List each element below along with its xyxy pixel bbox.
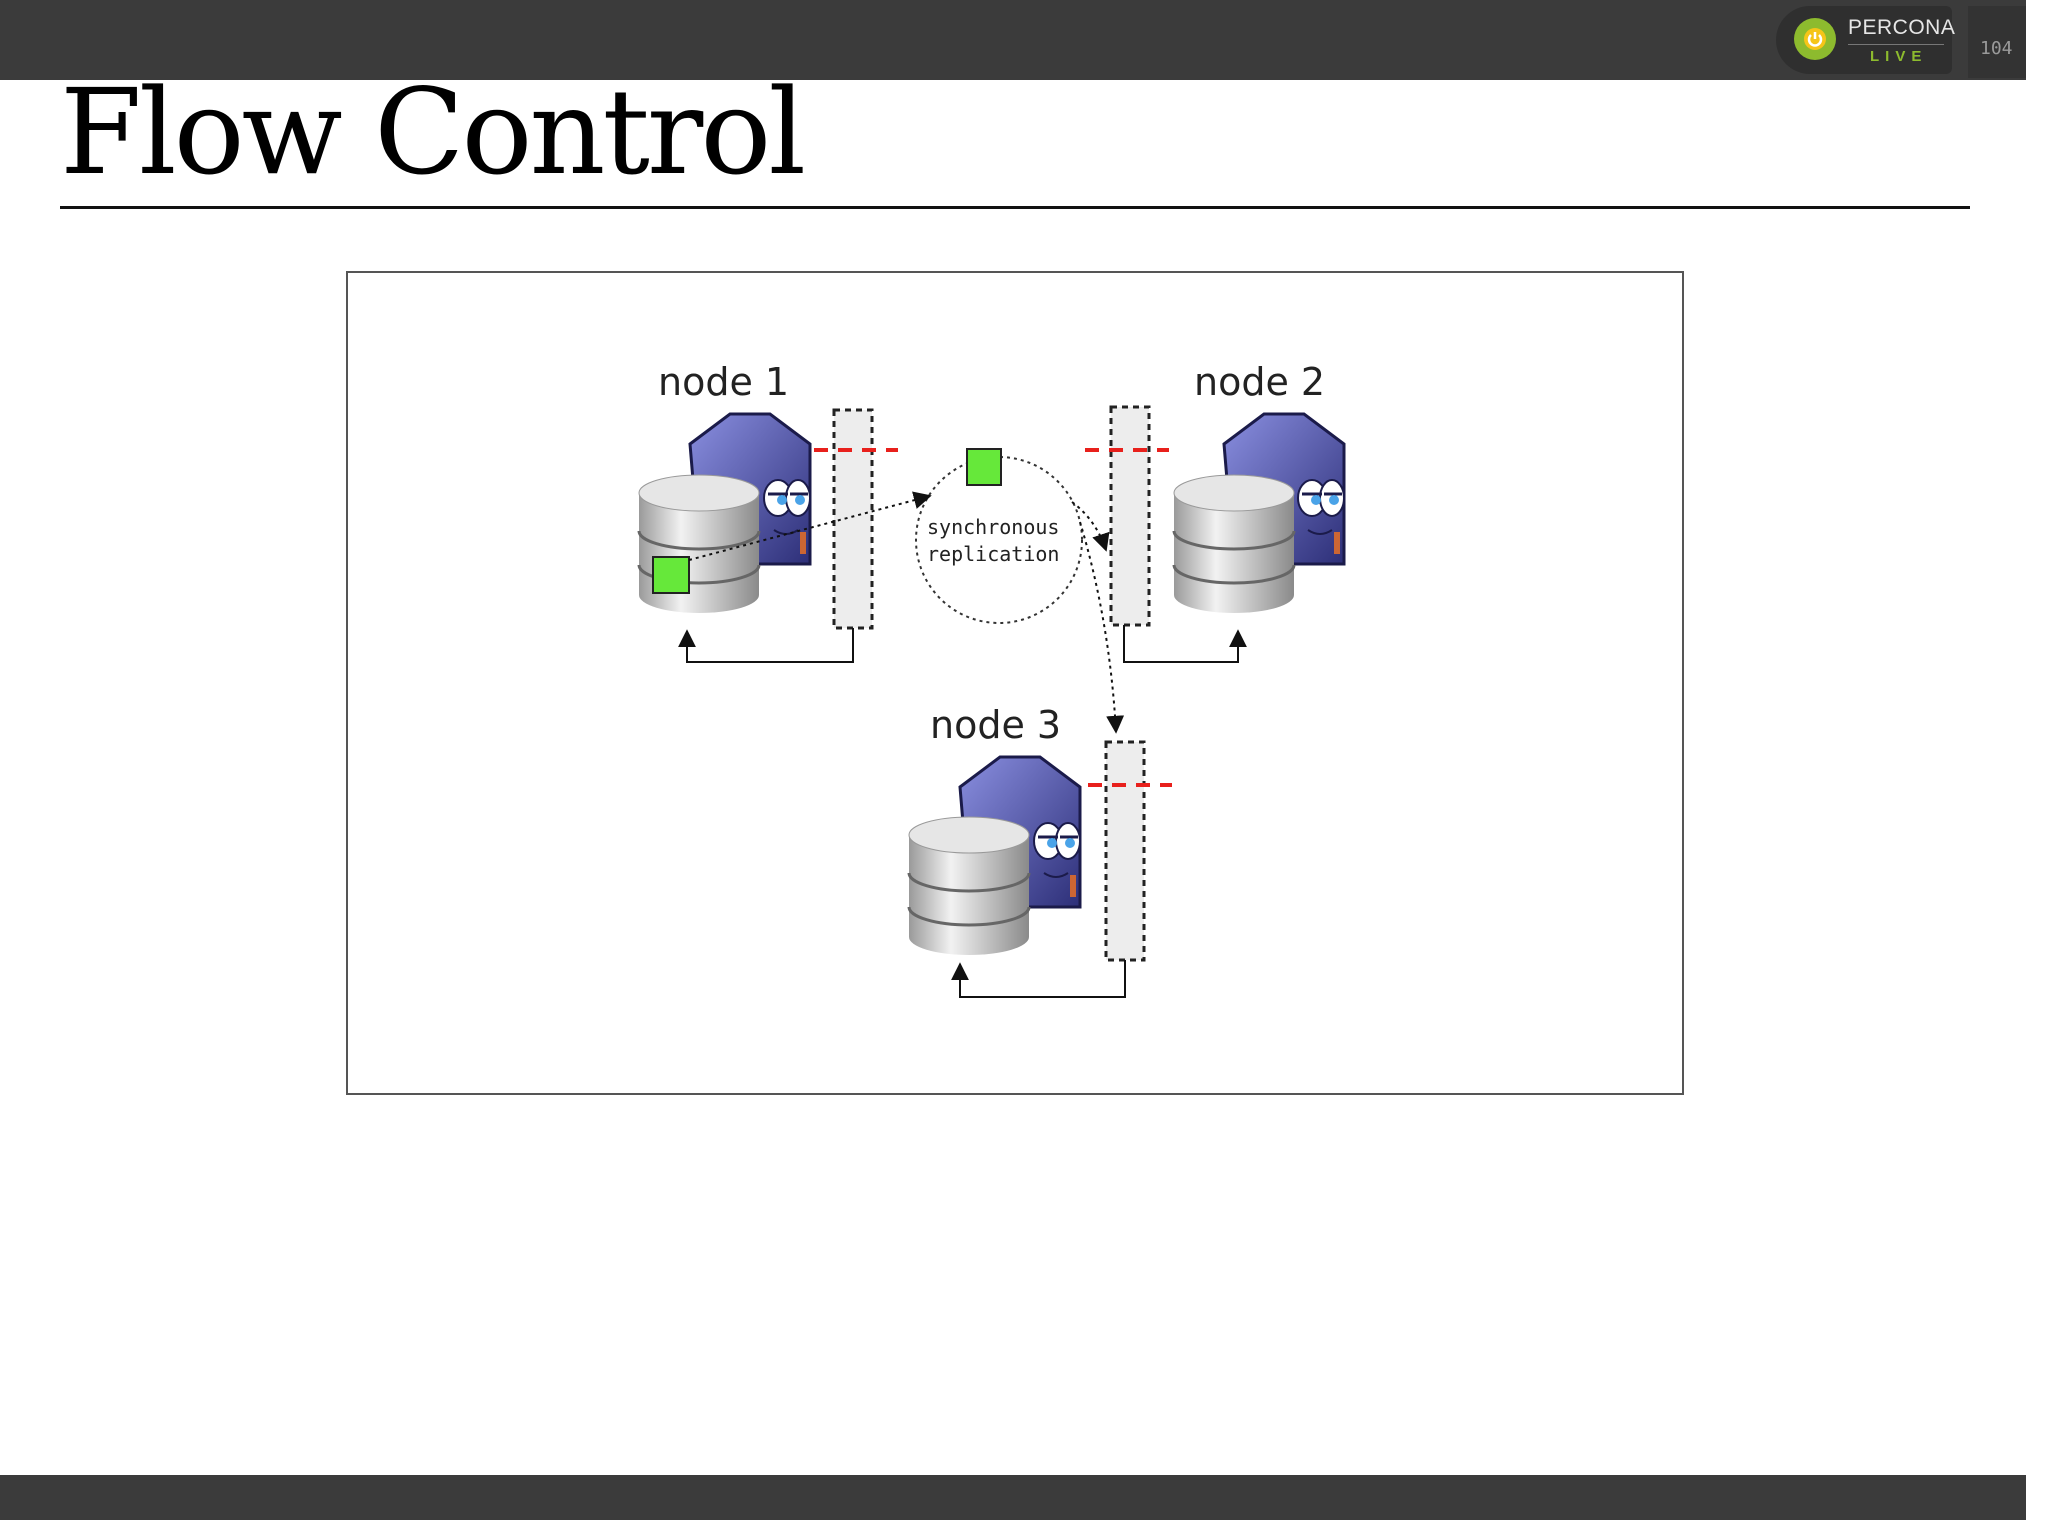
replication-diagram: node 1 node 2 node 3 <box>637 360 1346 998</box>
node-2-queue <box>1109 405 1151 627</box>
logo-word: PERCONA <box>1848 16 1956 39</box>
logo-divider <box>1848 44 1944 45</box>
node-3-label: node 3 <box>930 703 1061 747</box>
diagram-frame: node 1 node 2 node 3 <box>346 271 1684 1095</box>
page-number-box <box>1968 6 2026 78</box>
bottom-bar <box>0 1475 2026 1520</box>
replication-arrow-node-2 <box>1071 501 1110 552</box>
replication-arrow-node-3 <box>1079 521 1125 734</box>
replication-label-line2: replication <box>927 542 1059 566</box>
replication-label-line1: synchronous <box>927 515 1059 539</box>
replication-circle <box>915 456 1083 624</box>
node-1-label: node 1 <box>658 360 789 404</box>
node-1-apply-arrow <box>678 628 854 663</box>
node-1-writeset-square <box>652 556 690 594</box>
title-underline <box>60 206 1970 209</box>
power-icon <box>1794 18 1836 60</box>
slide-title: Flow Control <box>60 63 806 201</box>
node-2-label: node 2 <box>1194 360 1325 404</box>
top-bar <box>0 0 2026 80</box>
node-2-database-icon <box>1172 473 1296 615</box>
logo-subtitle: LIVE <box>1870 48 1928 65</box>
percona-live-logo: PERCONA LIVE <box>1776 6 1956 74</box>
node-3-apply-arrow <box>951 960 1126 998</box>
replicating-writeset-square <box>966 448 1002 486</box>
page-number: 104 <box>1980 38 2013 59</box>
node-3-database-icon <box>907 815 1031 957</box>
node-2-apply-arrow <box>1123 625 1247 663</box>
node-3-queue <box>1104 740 1146 962</box>
